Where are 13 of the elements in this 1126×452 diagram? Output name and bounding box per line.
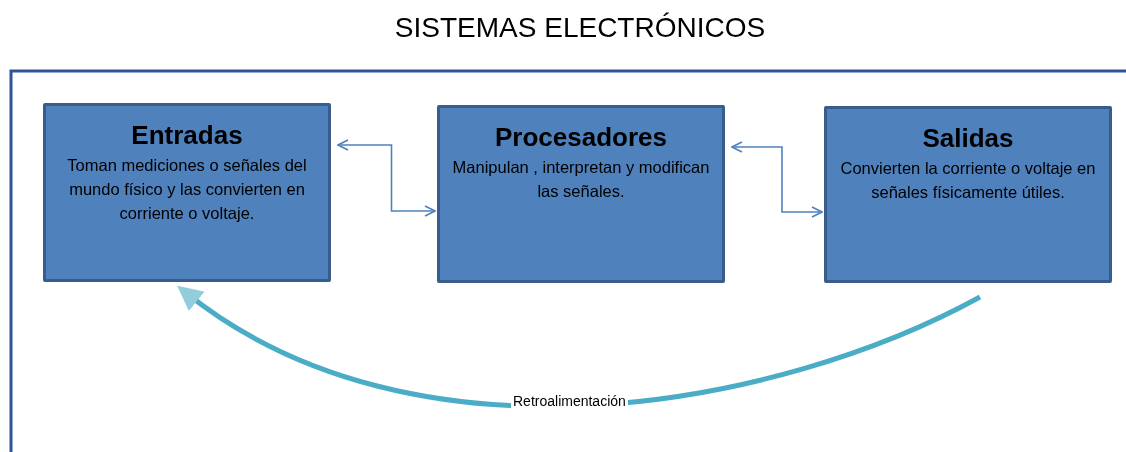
arrow [337,139,436,217]
box-heading: Salidas [921,123,1015,154]
box-heading: Entradas [130,120,244,151]
box-heading: Procesadores [494,122,668,153]
process-box [43,103,331,282]
box-description: Manipulan , interpretan y modifican las señales. [451,157,711,202]
edge-label: Retroalimentación [511,393,628,409]
diagram-title: SISTEMAS ELECTRÓNICOS [393,12,767,44]
box-description: Convierten la corriente o voltaje en señales físicamente útiles. [839,158,1097,203]
arrow [731,141,823,218]
process-box [824,106,1112,283]
box-description: Toman mediciones o señales del mundo físico y las convierten en corriente o voltaje. [66,155,308,224]
process-box [437,105,725,283]
